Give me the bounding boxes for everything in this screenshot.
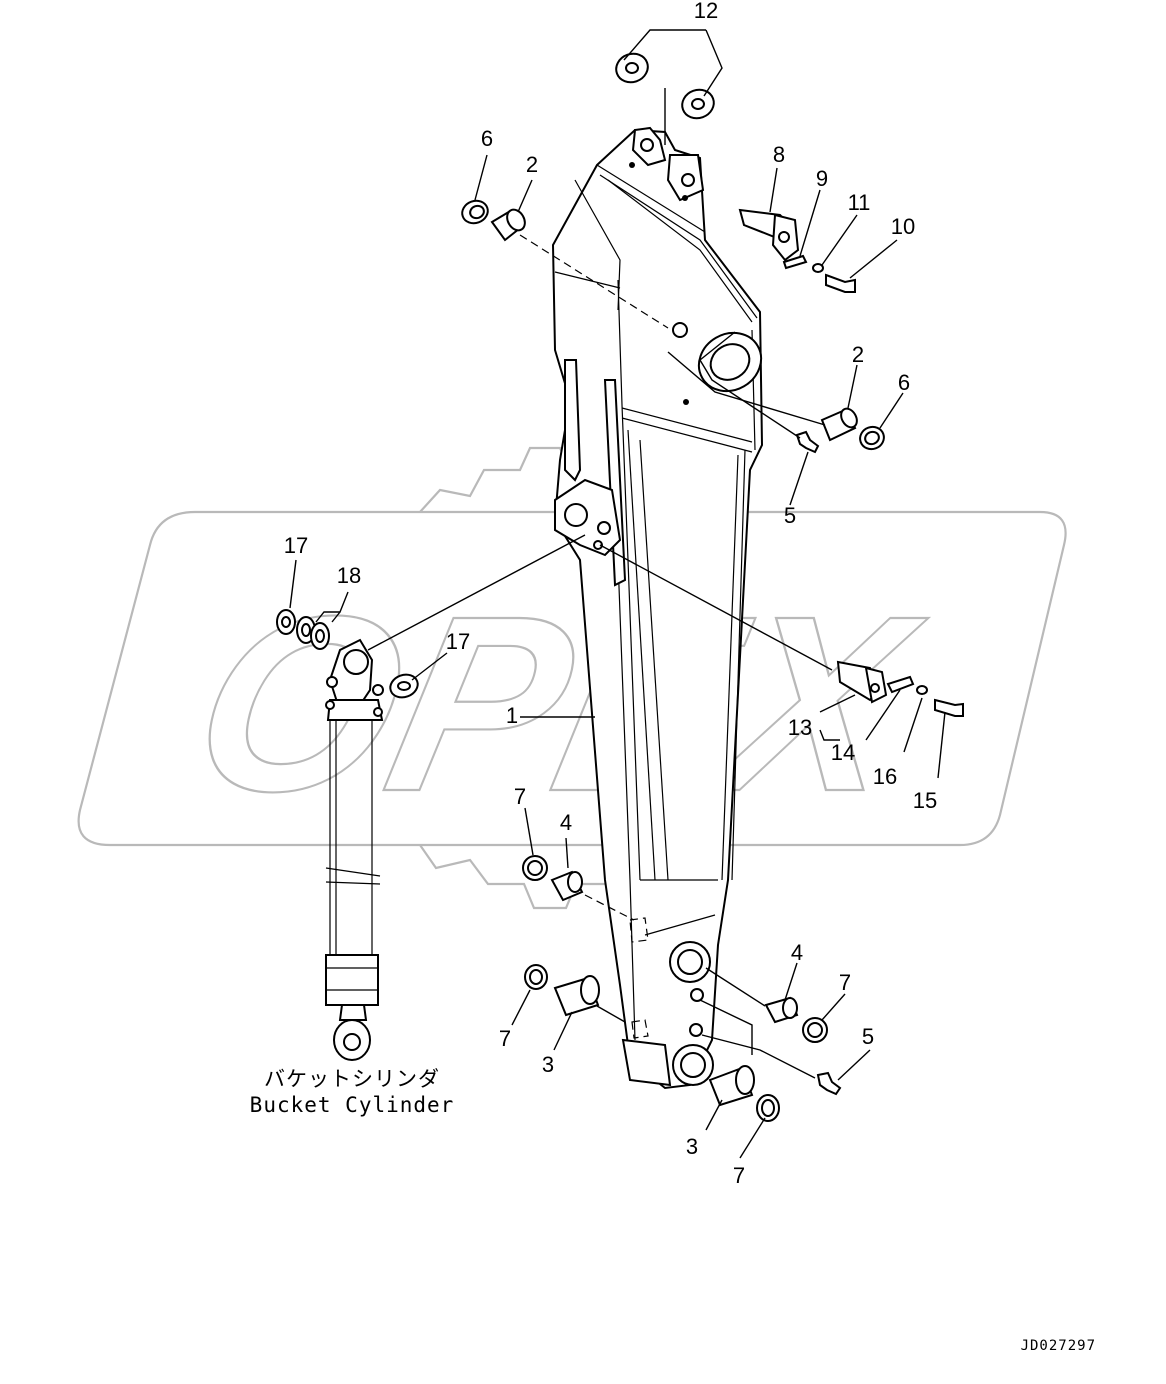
callout-17-left: 17 (284, 533, 308, 558)
parts (276, 52, 964, 1122)
callout-8: 8 (773, 142, 785, 167)
bucket-cylinder (325, 638, 384, 1061)
callout-6-right: 6 (898, 370, 910, 395)
watermark-text: OPEX (173, 564, 940, 844)
callout-3-bottom: 3 (686, 1134, 698, 1159)
callout-9: 9 (816, 166, 828, 191)
callout-15: 15 (913, 788, 937, 813)
callout-4-mid: 4 (560, 810, 572, 835)
callout-5-lower: 5 (862, 1024, 874, 1049)
callout-10: 10 (891, 214, 915, 239)
callout-7-left: 7 (499, 1026, 511, 1051)
caption-english: Bucket Cylinder (250, 1093, 455, 1117)
arm-assembly (551, 126, 764, 1090)
callout-7-right: 7 (839, 970, 851, 995)
callout-7-bottom: 7 (733, 1163, 745, 1188)
callout-16: 16 (873, 764, 897, 789)
callout-3-left: 3 (542, 1052, 554, 1077)
callout-11: 11 (848, 190, 871, 215)
callout-5-upper: 5 (784, 503, 796, 528)
callout-13: 13 (788, 715, 812, 740)
leader-lines (289, 29, 946, 1159)
callout-17-right: 17 (446, 629, 470, 654)
callouts: 12 6 2 8 9 11 10 2 6 5 17 18 17 1 13 14 … (284, 0, 937, 1188)
callout-6-upper: 6 (481, 126, 493, 151)
callout-18: 18 (337, 563, 361, 588)
callout-1: 1 (506, 703, 518, 728)
callout-14: 14 (831, 740, 855, 765)
callout-7-mid: 7 (514, 784, 526, 809)
drawing-code: JD027297 (1021, 1338, 1096, 1354)
caption-japanese: バケットシリンダ (264, 1067, 440, 1091)
callout-2-right: 2 (852, 342, 864, 367)
watermark-logo: OPEX (77, 446, 1067, 910)
callout-12: 12 (694, 0, 718, 23)
callout-4-right: 4 (791, 940, 803, 965)
callout-2-upper: 2 (526, 152, 538, 177)
